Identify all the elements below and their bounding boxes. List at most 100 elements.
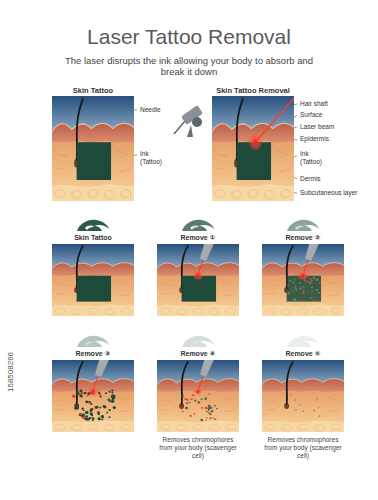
dermis-texture	[118, 151, 128, 155]
ink-fragment	[299, 404, 301, 405]
skin-surface	[52, 124, 134, 132]
scavenger-cell	[193, 413, 195, 415]
ink-fragment	[313, 299, 314, 300]
part-label: Hair shaft	[300, 100, 328, 108]
fat-cell	[121, 424, 131, 430]
fat-cell	[72, 309, 82, 315]
ink-fragment	[316, 398, 317, 399]
fat-cell	[314, 425, 324, 431]
laser-beam	[257, 98, 294, 140]
ink-fragment	[301, 286, 303, 288]
ink-fragment	[291, 290, 293, 291]
scavenger-cell	[212, 417, 214, 418]
ink-fragment	[95, 405, 98, 408]
ink-fragment	[105, 392, 107, 394]
machine-grip	[187, 125, 193, 137]
scavenger-cell	[302, 291, 305, 293]
scavenger-cell	[288, 294, 290, 295]
hair-shaft	[287, 361, 294, 404]
laser-glow	[194, 388, 202, 395]
title: Laser Tattoo Removal	[0, 24, 378, 50]
ink-fragment	[316, 399, 317, 400]
tattoo-icon	[286, 218, 320, 232]
skin-panel: Remove ④Removes chromophores from your b…	[157, 334, 239, 460]
ink-fragment	[76, 404, 79, 407]
fat-cell	[104, 191, 114, 199]
dermis-layer	[157, 269, 239, 316]
scavenger-cell	[310, 278, 312, 280]
ink-fragment	[289, 279, 292, 281]
ink-fragment	[85, 400, 88, 403]
ink-fragment	[315, 289, 318, 291]
dermis-texture	[57, 409, 65, 410]
scavenger-cell	[208, 405, 209, 406]
fat-cell	[121, 308, 131, 314]
ink-fragment	[181, 394, 184, 396]
scavenger-cell	[316, 299, 317, 300]
ink-fragment	[108, 409, 110, 411]
fat-cell	[264, 191, 274, 199]
skin-surface	[262, 378, 344, 384]
subtitle: The laser disrupts the ink allowing your…	[64, 55, 314, 78]
fat-cell	[282, 309, 292, 315]
ink-fragment	[101, 415, 104, 418]
laser-glow	[297, 270, 308, 280]
hair-follicle	[74, 403, 79, 409]
ink-fragment	[299, 287, 302, 289]
skin-panel: Remove ③	[52, 334, 134, 432]
subcutaneous-layer	[157, 420, 239, 431]
fat-cell	[121, 190, 131, 198]
ink-fragment	[200, 398, 202, 400]
dermis-texture	[118, 281, 128, 284]
ink-fragment	[89, 409, 92, 411]
fat-cell	[265, 424, 275, 430]
dermis-texture	[328, 281, 338, 284]
ink-fragment	[83, 409, 85, 411]
fat-cell	[72, 191, 82, 199]
ink-fragment	[90, 412, 93, 415]
ink-fragment	[209, 417, 211, 419]
ink-fragment	[307, 290, 309, 291]
ink-fragment	[288, 284, 289, 285]
fat-cell	[298, 424, 308, 430]
ink-fragment	[311, 297, 313, 299]
fat-cell	[232, 191, 242, 199]
dermis-layer	[262, 269, 344, 316]
skin-surface	[157, 378, 239, 384]
scavenger-cell	[201, 407, 203, 409]
dermis-texture	[217, 168, 225, 170]
laser-spot	[254, 140, 258, 145]
scavenger-cell	[192, 394, 194, 396]
dermis-texture	[329, 410, 340, 411]
hair-shaft	[77, 361, 84, 404]
ink-fragment	[292, 281, 294, 283]
dermis-texture	[329, 294, 340, 295]
dermis-layer	[157, 385, 239, 432]
subcutaneous-layer	[262, 304, 344, 315]
ink-fragment	[206, 411, 208, 413]
ink-fragment	[209, 413, 211, 415]
fat-cell	[281, 190, 291, 198]
subcutaneous-layer	[52, 420, 134, 431]
epidermis-layer	[262, 378, 344, 391]
dermis-texture	[269, 399, 277, 401]
tattoo-icon	[181, 334, 215, 348]
dermis-texture	[59, 154, 67, 157]
ink-fragment	[313, 277, 315, 279]
skin-cross-section	[52, 96, 134, 201]
tattoo-icon-curl	[295, 342, 304, 346]
skin-panel: Skin Tattoo Removal	[212, 86, 294, 201]
dermis-layer	[52, 385, 134, 432]
ink-fragment	[293, 298, 296, 301]
part-label: Epidermis	[300, 135, 329, 143]
tattoo-icon-curl	[85, 226, 94, 230]
fat-cell	[265, 308, 275, 314]
skin-panel: Skin Tattoo	[52, 218, 134, 316]
subcutaneous-layer	[52, 185, 134, 202]
laser-glow	[248, 133, 263, 152]
dermis-texture	[224, 410, 235, 411]
ink-fragment	[98, 417, 100, 419]
ink-fragment	[197, 401, 200, 403]
scavenger-cell	[72, 394, 76, 397]
